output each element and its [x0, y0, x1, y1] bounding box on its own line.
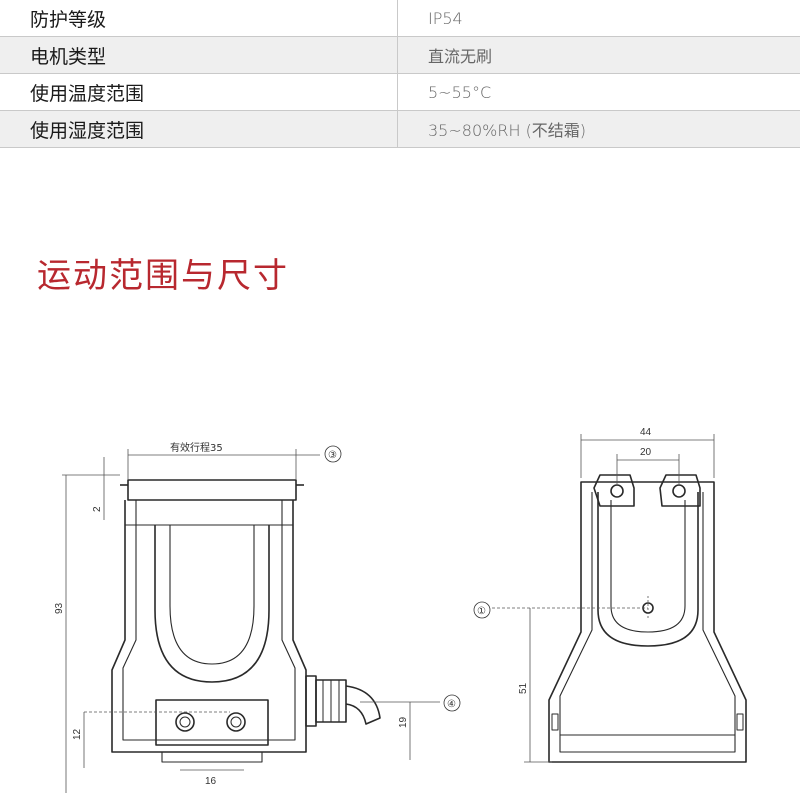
side-dimensions [492, 434, 715, 763]
front-cable-height-label: 19 [398, 716, 409, 728]
front-view [111, 479, 381, 763]
spec-table: 防护等级 IP54 电机类型 直流无刷 使用温度范围 5~55°C 使用湿度范围… [0, 0, 800, 148]
front-mount-block [155, 699, 269, 746]
spec-label: 电机类型 [0, 37, 398, 73]
front-callouts [324, 445, 461, 712]
side-view [548, 474, 747, 763]
front-base-foot [161, 751, 263, 763]
spec-value: IP54 [428, 8, 463, 28]
front-hole-right [226, 712, 246, 732]
side-screw-left [610, 484, 624, 498]
side-holes-label: 20 [640, 447, 652, 458]
side-body-outline [548, 481, 747, 763]
front-u-outer [154, 525, 270, 683]
spec-row-temperature: 使用温度范围 5~55°C [0, 74, 800, 111]
spec-label: 使用湿度范围 [0, 111, 398, 147]
front-hole-spacing-label: 16 [205, 776, 217, 787]
spec-label: 防护等级 [0, 0, 398, 36]
side-screw-right [672, 484, 686, 498]
callout-4: ④ [447, 699, 456, 710]
side-u-inner [610, 500, 686, 633]
front-body-outline [111, 500, 307, 753]
front-top-cap [127, 479, 297, 501]
spec-value: 直流无刷 [428, 47, 493, 66]
spec-label: 使用温度范围 [0, 74, 398, 110]
side-clamp-right [659, 474, 701, 507]
side-width-label: 44 [640, 427, 652, 438]
front-body-inner [122, 500, 296, 741]
spec-value: 35~80%RH (不结霜) [428, 121, 587, 140]
side-u-outer [597, 492, 699, 647]
section-title: 运动范围与尺寸 [37, 256, 289, 296]
spec-row-protection: 防护等级 IP54 [0, 0, 800, 37]
side-slot-left [551, 713, 559, 731]
front-cable [345, 685, 381, 725]
side-callout-circle [473, 601, 491, 619]
front-hole-left [175, 712, 195, 732]
side-body-inner [559, 492, 736, 753]
callout-1: ① [477, 606, 486, 617]
side-slot-right [736, 713, 744, 731]
front-top-offset-label: 2 [92, 506, 103, 512]
front-height-label: 93 [54, 602, 65, 614]
front-stroke-label: 有效行程35 [170, 441, 223, 454]
side-height-label: 51 [518, 682, 529, 694]
side-clamp-left [593, 474, 635, 507]
front-u-inner [169, 525, 255, 665]
front-cable-gland-base [305, 675, 317, 727]
callout-3: ③ [328, 450, 337, 461]
spec-row-motor: 电机类型 直流无刷 [0, 37, 800, 74]
spec-value: 5~55°C [428, 82, 492, 102]
spec-row-humidity: 使用湿度范围 35~80%RH (不结霜) [0, 111, 800, 148]
front-dimensions [62, 449, 440, 793]
front-bottom-offset-label: 12 [72, 728, 83, 740]
